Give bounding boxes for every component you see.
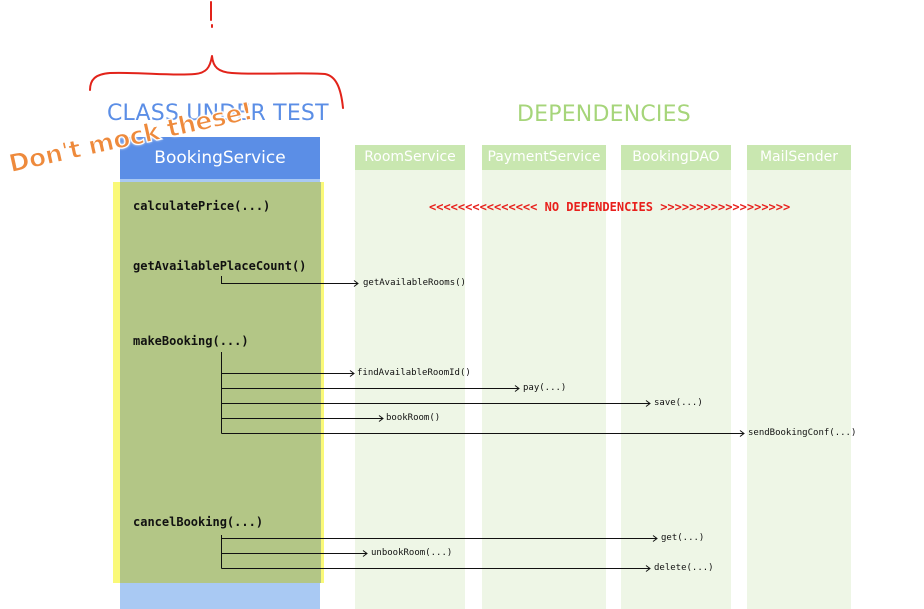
lane-mail-sender — [747, 145, 851, 609]
arrowhead-get-available-rooms — [353, 280, 359, 287]
method-cancel-booking: cancelBooking(...) — [133, 515, 264, 529]
call-label-find-available-room-id: findAvailableRoomId() — [357, 368, 471, 378]
dependency-header-payment-service: PaymentService — [482, 145, 606, 170]
dependency-header-booking-dao: BookingDAO — [621, 145, 731, 170]
lane-room-service — [355, 145, 465, 609]
dependencies-heading: DEPENDENCIES — [517, 102, 691, 127]
call-label-book-room: bookRoom() — [386, 413, 441, 423]
arrowhead-book-room — [378, 415, 384, 422]
call-label-save: save(...) — [654, 398, 703, 408]
call-label-send-booking-conf: sendBookingConf(...) — [748, 428, 857, 438]
class-under-test-heading: CLASS UNDER TEST — [107, 101, 329, 126]
call-label-unbook-room: unbookRoom(...) — [371, 548, 453, 558]
call-label-get-available-rooms: getAvailableRooms() — [363, 278, 466, 288]
dependency-header-mail-sender: MailSender — [747, 145, 851, 170]
call-label-get: get(...) — [661, 533, 705, 543]
call-label-pay: pay(...) — [523, 383, 567, 393]
arrowhead-pay — [514, 385, 520, 392]
arrowhead-delete — [645, 565, 651, 572]
call-line-get-available-rooms — [221, 276, 358, 284]
arrowhead-send-booking-conf — [739, 430, 745, 437]
no-dependencies-label: <<<<<<<<<<<<<<< NO DEPENDENCIES >>>>>>>>… — [429, 200, 791, 214]
arrowhead-save — [645, 400, 651, 407]
arrowhead-get — [652, 535, 658, 542]
method-make-booking: makeBooking(...) — [133, 334, 249, 348]
arrowhead-find-available-room-id — [349, 370, 355, 377]
lane-payment-service — [482, 145, 606, 609]
class-under-test-header: BookingService — [120, 137, 320, 179]
method-calculate-price: calculatePrice(...) — [133, 199, 271, 213]
arrowhead-unbook-room — [362, 550, 368, 557]
lane-booking-dao — [621, 145, 731, 609]
dependency-header-room-service: RoomService — [355, 145, 465, 170]
methods-area — [120, 182, 321, 583]
call-label-delete: delete(...) — [654, 563, 714, 573]
method-get-available-place-count: getAvailablePlaceCount() — [133, 259, 307, 273]
